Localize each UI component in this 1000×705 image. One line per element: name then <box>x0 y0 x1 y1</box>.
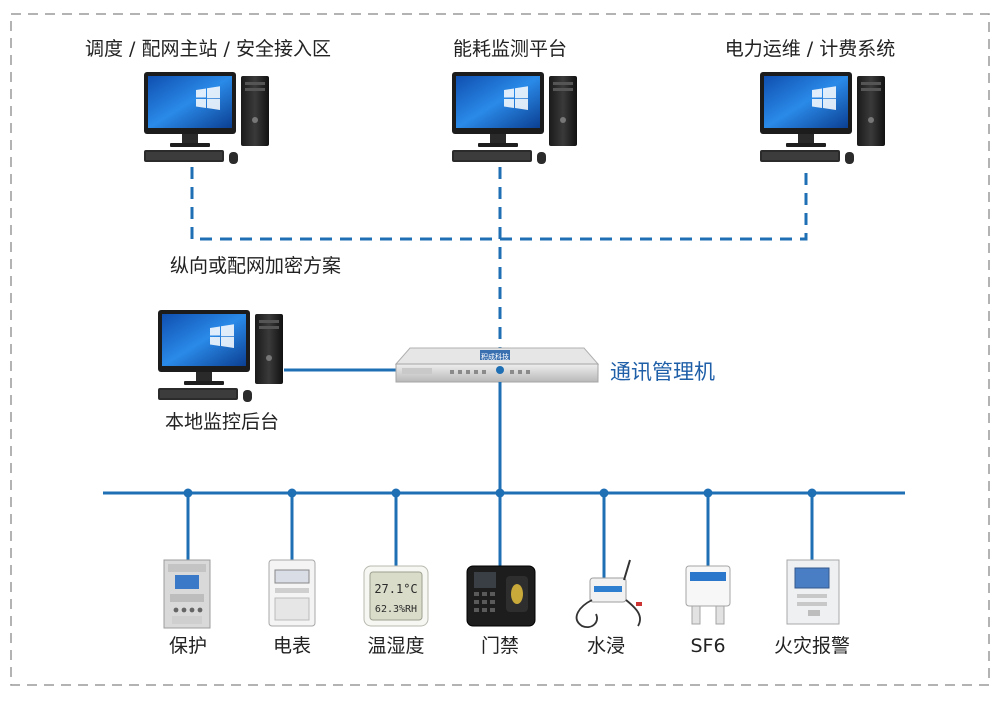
communication-gateway: 积成科技 <box>394 347 600 383</box>
local-monitor-label: 本地监控后台 <box>165 411 279 433</box>
thermo-humidity-reading: 62.3%RH <box>375 604 417 615</box>
device-label-fire: 火灾报警 <box>774 635 850 657</box>
device-label-protection: 保护 <box>169 635 207 657</box>
gateway-brand-text: 积成科技 <box>481 352 509 361</box>
top-system-label-dispatch: 调度 / 配网主站 / 安全接入区 <box>85 38 331 60</box>
access-control-device <box>466 565 536 627</box>
bus-drop-lines <box>186 493 814 578</box>
dispatch-station-computer <box>144 72 269 164</box>
device-label-sf6: SF6 <box>690 635 725 657</box>
gateway-label: 通讯管理机 <box>610 360 715 384</box>
electric-meter-device <box>268 559 316 627</box>
encryption-label: 纵向或配网加密方案 <box>170 255 341 277</box>
sf6-sensor-device <box>685 565 731 625</box>
energy-platform-computer <box>452 72 577 164</box>
device-label-access: 门禁 <box>481 635 519 657</box>
fire-alarm-panel-device <box>786 559 840 625</box>
outer-border <box>10 13 990 686</box>
thermo-hygrometer-device: 27.1°C 62.3%RH <box>363 565 429 627</box>
device-label-thermo: 温湿度 <box>367 635 424 657</box>
water-leak-sensor-device <box>575 559 642 628</box>
top-system-label-billing: 电力运维 / 计费系统 <box>725 38 895 60</box>
bus-junction-dots <box>183 366 817 498</box>
thermo-temp-reading: 27.1°C <box>374 582 417 596</box>
top-system-label-energy: 能耗监测平台 <box>453 38 567 60</box>
device-label-meter: 电表 <box>273 635 311 657</box>
encryption-dashed-links <box>190 167 808 370</box>
device-label-water: 水浸 <box>587 635 625 657</box>
local-monitor-computer <box>158 310 283 402</box>
protection-device <box>163 559 211 629</box>
operation-billing-computer <box>760 72 885 164</box>
